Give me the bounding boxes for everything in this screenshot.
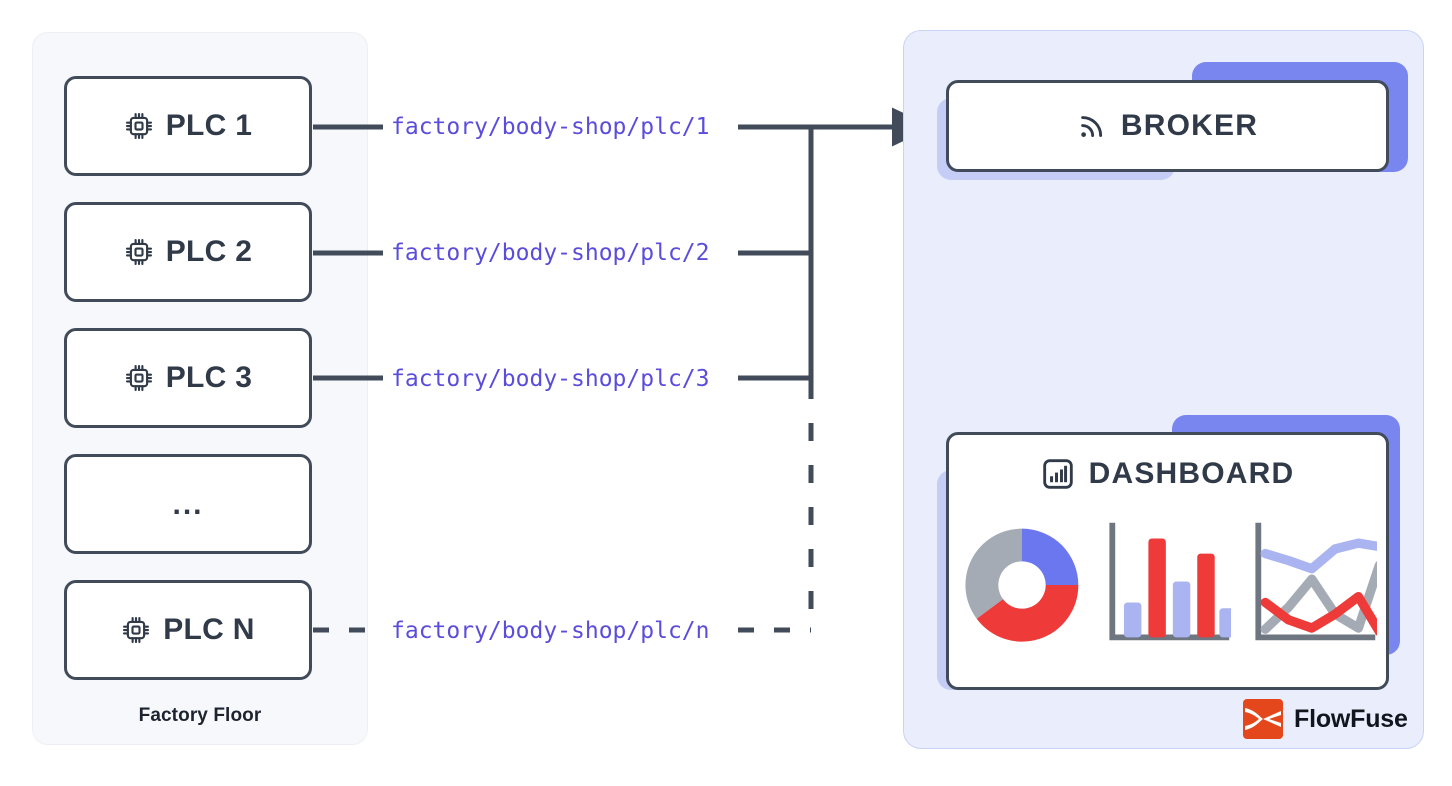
bar-chart-axes [1109, 522, 1230, 641]
topic-label-plc-1: factory/body-shop/plc/1 [391, 114, 710, 140]
line-series-red [1260, 591, 1378, 636]
donut-hole [998, 561, 1046, 609]
plc-node-1[interactable]: PLC 1 [64, 76, 312, 176]
plc-node-2[interactable]: PLC 2 [64, 202, 312, 302]
plc-node-label: PLC 3 [165, 361, 253, 394]
bar-chart-square-icon [1042, 459, 1073, 489]
flowfuse-logo-icon [1243, 699, 1283, 739]
topic-label-plc-2: factory/body-shop/plc/2 [391, 240, 710, 266]
bar-5 [1219, 608, 1232, 638]
line-series-blue [1260, 538, 1378, 574]
bar-1 [1124, 602, 1142, 638]
flowfuse-wordmark: FlowFuse [1294, 704, 1408, 733]
plc-node-label: PLC 2 [165, 235, 253, 268]
cpu-chip-icon [123, 616, 150, 644]
donut-chart [965, 528, 1079, 642]
plc-node-label: PLC N [163, 613, 255, 646]
bar-3 [1173, 581, 1191, 638]
plc-node-ellipsis: ... [64, 454, 312, 554]
flowfuse-brand: FlowFuse [1243, 699, 1408, 739]
plc-node-3[interactable]: PLC 3 [64, 328, 312, 428]
donut-slice-gray [965, 528, 1022, 619]
plc-node-n[interactable]: PLC N [64, 580, 312, 680]
broker-card[interactable]: BROKER [946, 80, 1389, 172]
dashboard-card[interactable]: DASHBOARD [946, 432, 1389, 690]
factory-floor-label: Factory Floor [138, 705, 262, 726]
dashboard-title: DASHBOARD [1088, 457, 1295, 490]
line-chart [1255, 522, 1378, 641]
bar-chart [1109, 522, 1232, 641]
cpu-chip-icon [125, 112, 152, 140]
plc-node-label: PLC 1 [165, 109, 253, 142]
cpu-chip-icon [125, 364, 152, 392]
plc-node-label: ... [172, 487, 204, 521]
line-chart-axes [1255, 522, 1376, 641]
broker-title: BROKER [1120, 109, 1259, 142]
bar-4 [1197, 553, 1216, 638]
dashboard-chart-strip [949, 521, 1386, 661]
donut-slice-red [976, 585, 1079, 642]
topic-label-plc-3: factory/body-shop/plc/3 [391, 366, 710, 392]
broadcast-rss-icon [1081, 116, 1102, 137]
bar-2 [1148, 538, 1167, 638]
topic-label-plc-n: factory/body-shop/plc/n [391, 618, 710, 644]
cpu-chip-icon [125, 238, 152, 266]
line-series-gray [1260, 561, 1378, 634]
